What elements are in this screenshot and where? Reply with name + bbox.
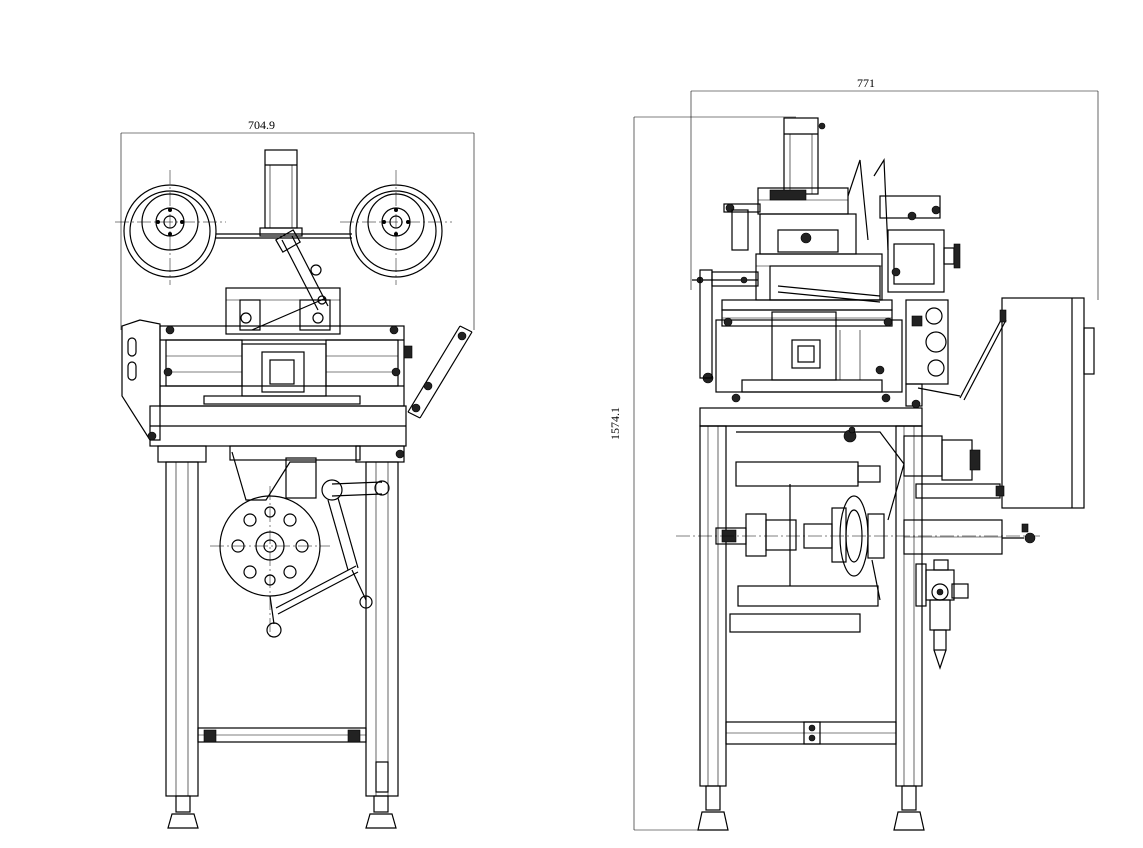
- side-width-dimension-line: [690, 90, 1099, 300]
- front-linkage: [251, 229, 329, 331]
- front-right-cylinder: [403, 325, 473, 419]
- side-right-cylinder: [903, 435, 1036, 670]
- side-drive-mechanism: [676, 426, 1040, 633]
- front-width-dimension-line: [120, 132, 475, 330]
- front-under-blocks: [157, 445, 405, 463]
- front-cam-wheel: [210, 451, 390, 640]
- front-crossbar: [197, 727, 367, 743]
- side-center-column: [755, 253, 883, 303]
- front-legs: [165, 461, 399, 829]
- side-right-housing: [887, 229, 961, 293]
- side-height-dimension: 1574.1: [608, 407, 622, 440]
- front-head-block: [225, 287, 341, 335]
- front-view: [115, 132, 475, 829]
- side-right-gauge: [905, 299, 949, 409]
- front-width-dimension: 704.9: [248, 118, 275, 132]
- side-upper-plate: [692, 271, 893, 327]
- right-reel: [340, 170, 452, 285]
- front-left-bracket: [121, 319, 161, 441]
- side-view: [633, 90, 1099, 831]
- side-width-dimension: 771: [857, 76, 875, 90]
- side-height-dimension-line: [633, 116, 796, 831]
- side-table-frame: [699, 407, 923, 787]
- side-motor: [783, 117, 826, 195]
- left-reel: [115, 170, 226, 285]
- side-gearbox: [723, 158, 941, 255]
- side-body-frame: [699, 269, 903, 403]
- front-table: [149, 325, 407, 447]
- side-feet: [697, 785, 925, 831]
- front-motor: [216, 149, 352, 239]
- side-control-box: [917, 297, 1095, 509]
